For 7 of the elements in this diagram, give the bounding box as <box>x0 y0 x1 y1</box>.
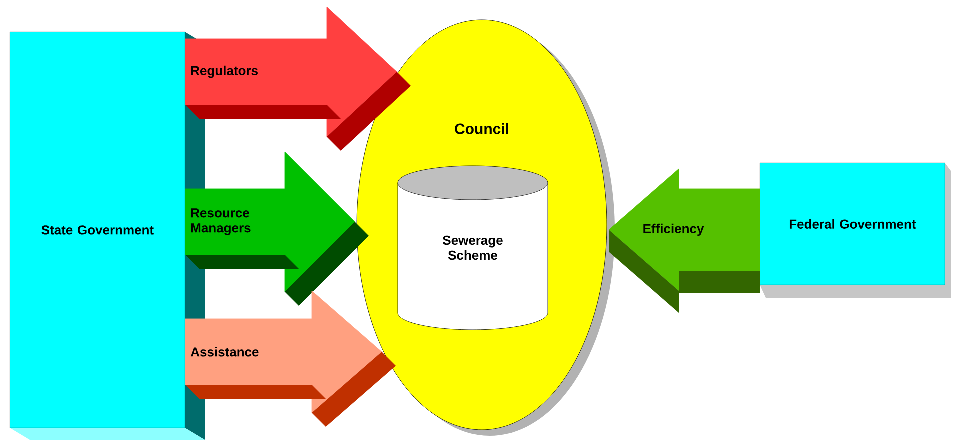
block-arrow <box>608 168 760 313</box>
block-arrow <box>185 290 396 427</box>
block-arrow <box>185 6 411 151</box>
block-arrow <box>185 152 369 306</box>
edge-label: Efficiency <box>644 224 704 236</box>
storage-cylinder: Sewerage Scheme <box>398 166 548 330</box>
government-block: Federal Government <box>760 163 951 298</box>
